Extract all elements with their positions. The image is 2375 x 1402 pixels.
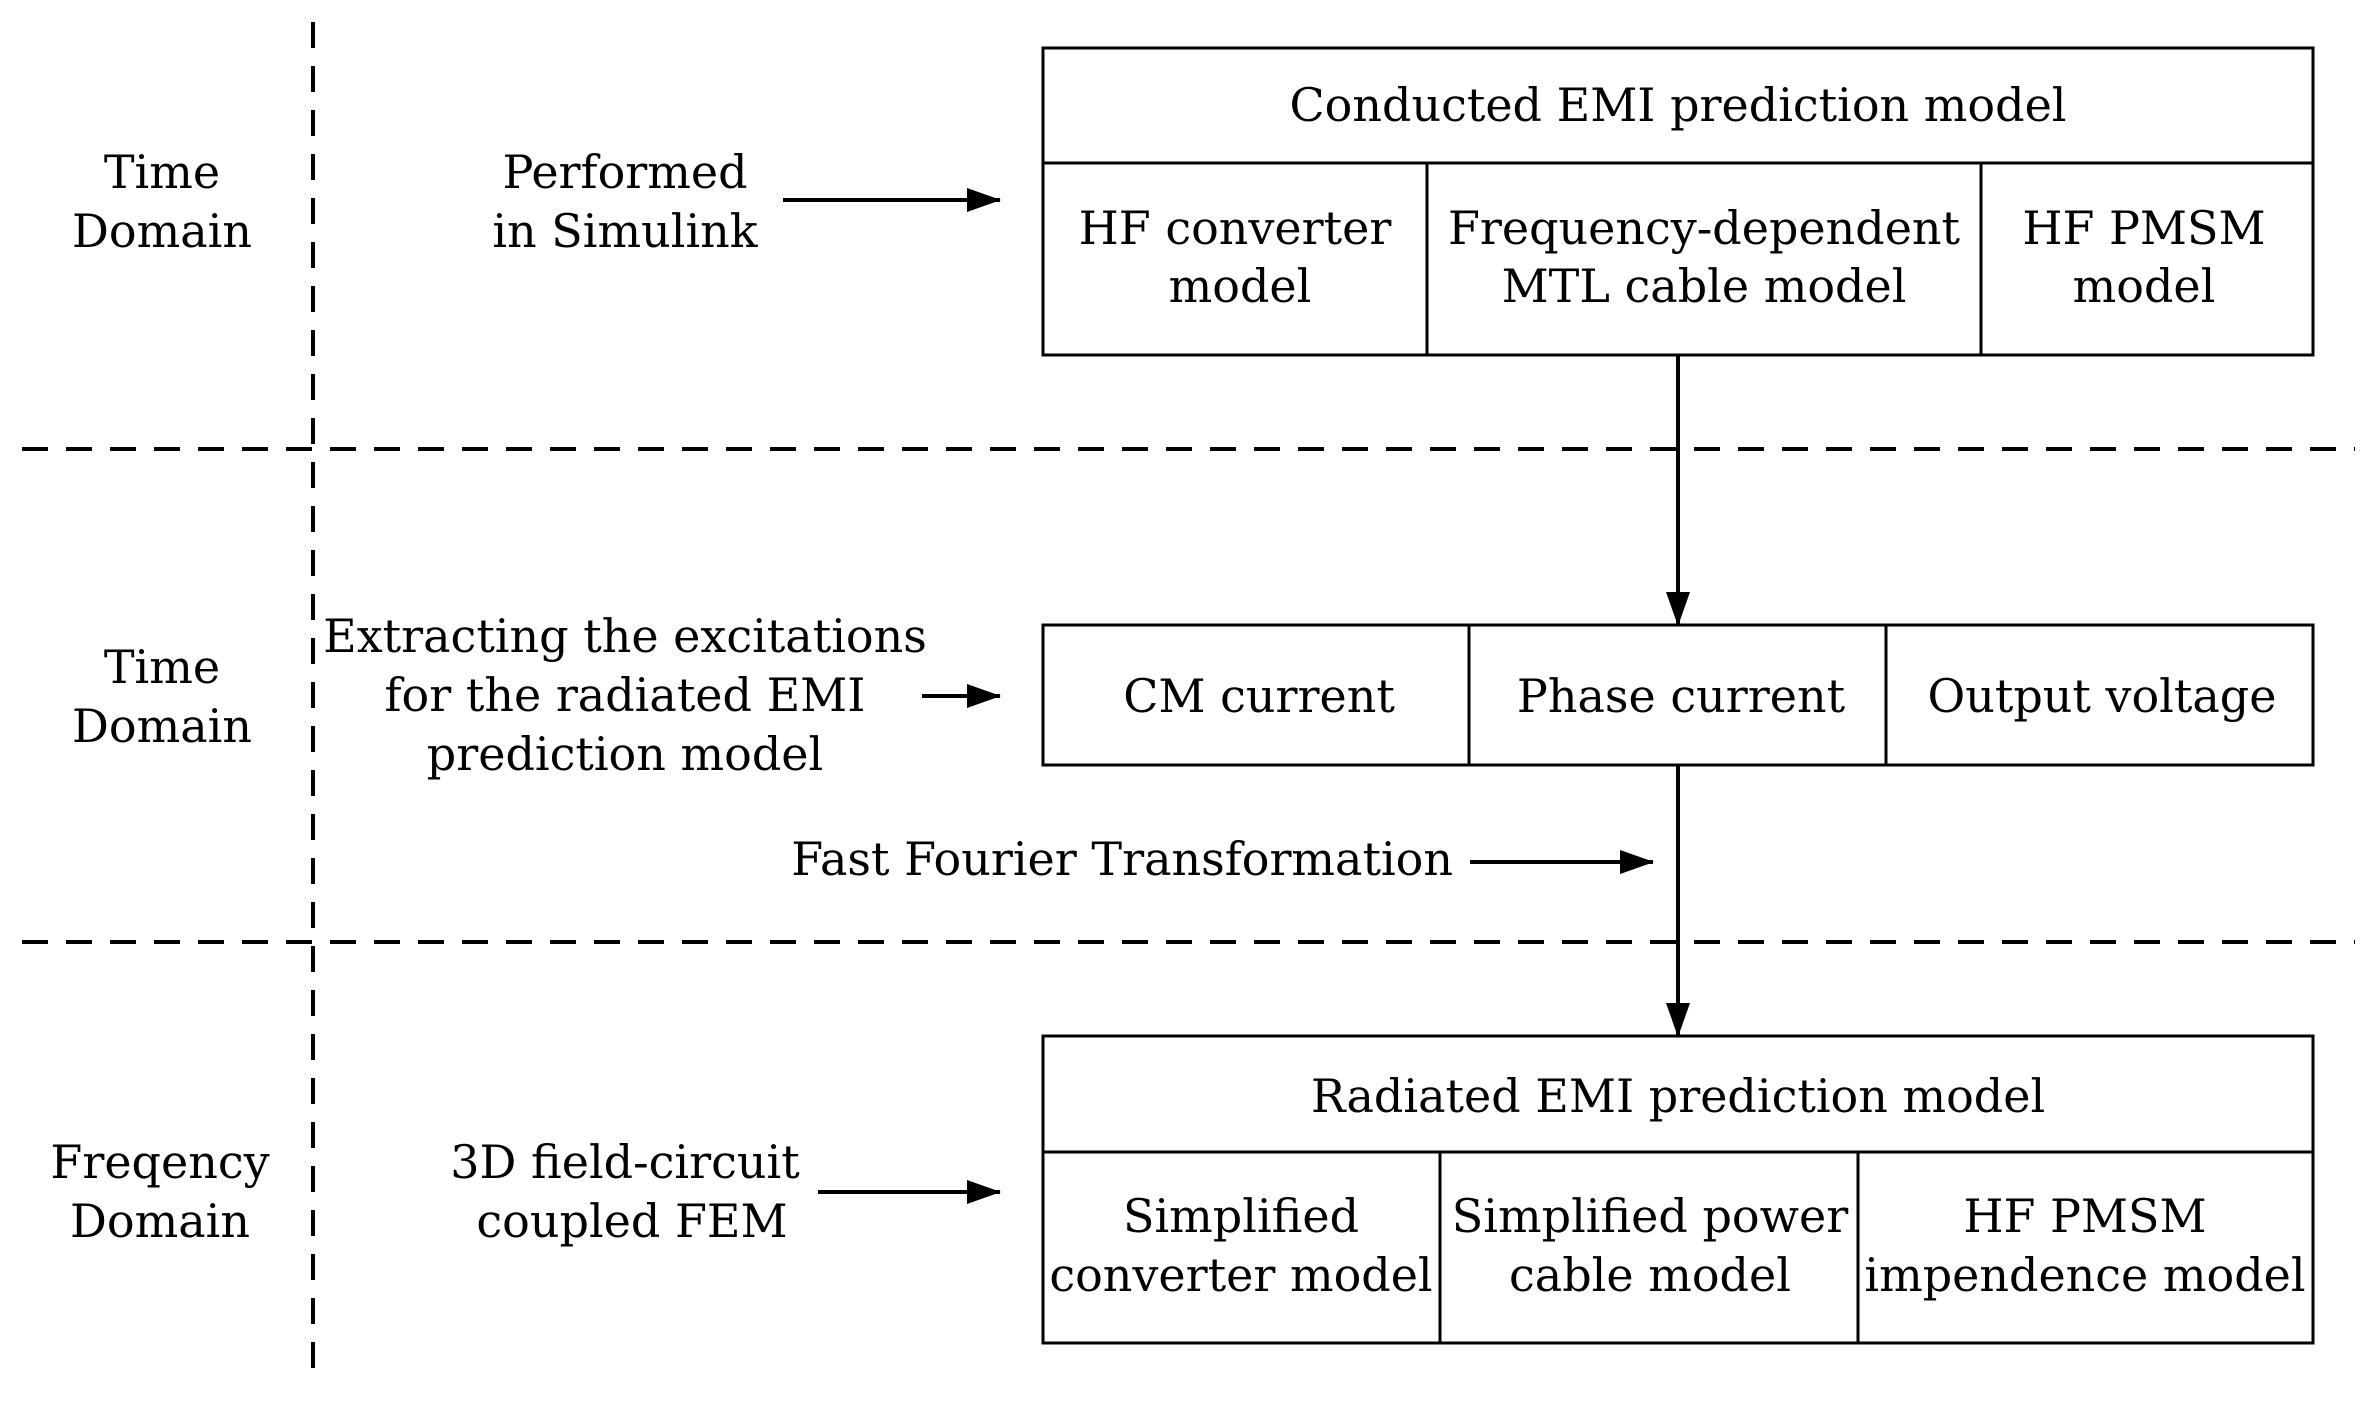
conducted-model-title: Conducted EMI prediction model: [1289, 78, 2066, 132]
row2-desc-line3: prediction model: [427, 727, 823, 781]
conducted-emi-model-box: Conducted EMI prediction model HF conver…: [1041, 46, 2315, 357]
radiated-model-title: Radiated EMI prediction model: [1311, 1069, 2045, 1123]
row2-domain-line2: Domain: [72, 699, 252, 753]
radiated-emi-model-box: Radiated EMI prediction model Simplified…: [1041, 1034, 2315, 1345]
conducted-cell-pmsm-line2: model: [2073, 259, 2216, 313]
radiated-cell-pmsm-line1: HF PMSM: [1963, 1189, 2206, 1243]
conducted-cell-pmsm-line1: HF PMSM: [2022, 201, 2265, 255]
conducted-cell-cable-line2: MTL cable model: [1502, 259, 1907, 313]
row1-desc-line1: Performed: [502, 145, 747, 199]
row3-desc-line1: 3D field-circuit: [450, 1135, 800, 1189]
row2-domain-line1: Time: [104, 640, 220, 694]
fft-label: Fast Fourier Transformation: [791, 832, 1453, 886]
excitation-output-voltage: Output voltage: [1928, 669, 2277, 723]
row3-desc-line2: coupled FEM: [476, 1194, 787, 1248]
excitation-cm-current: CM current: [1123, 669, 1395, 723]
row1-domain-line1: Time: [104, 145, 220, 199]
row3-domain-line2: Domain: [70, 1194, 250, 1248]
excitation-phase-current: Phase current: [1517, 669, 1846, 723]
row2-desc-line1: Extracting the excitations: [323, 609, 927, 663]
conducted-cell-converter-line2: model: [1169, 259, 1312, 313]
radiated-cell-cable-line1: Simplified power: [1452, 1189, 1848, 1243]
row3-domain-line1: Freqency: [50, 1135, 269, 1189]
conducted-cell-converter-line1: HF converter: [1079, 201, 1392, 255]
radiated-cell-converter-line2: converter model: [1049, 1248, 1432, 1302]
radiated-cell-cable-line2: cable model: [1509, 1248, 1791, 1302]
row1-desc-line2: in Simulink: [492, 204, 758, 258]
radiated-cell-converter-line1: Simplified: [1123, 1189, 1359, 1243]
conducted-cell-cable-line1: Frequency-dependent: [1448, 201, 1961, 255]
excitations-box: CM current Phase current Output voltage: [1041, 623, 2315, 767]
radiated-cell-pmsm-line2: impendence model: [1864, 1248, 2305, 1302]
row1-domain-line2: Domain: [72, 204, 252, 258]
row2-desc-line2: for the radiated EMI: [385, 668, 866, 722]
